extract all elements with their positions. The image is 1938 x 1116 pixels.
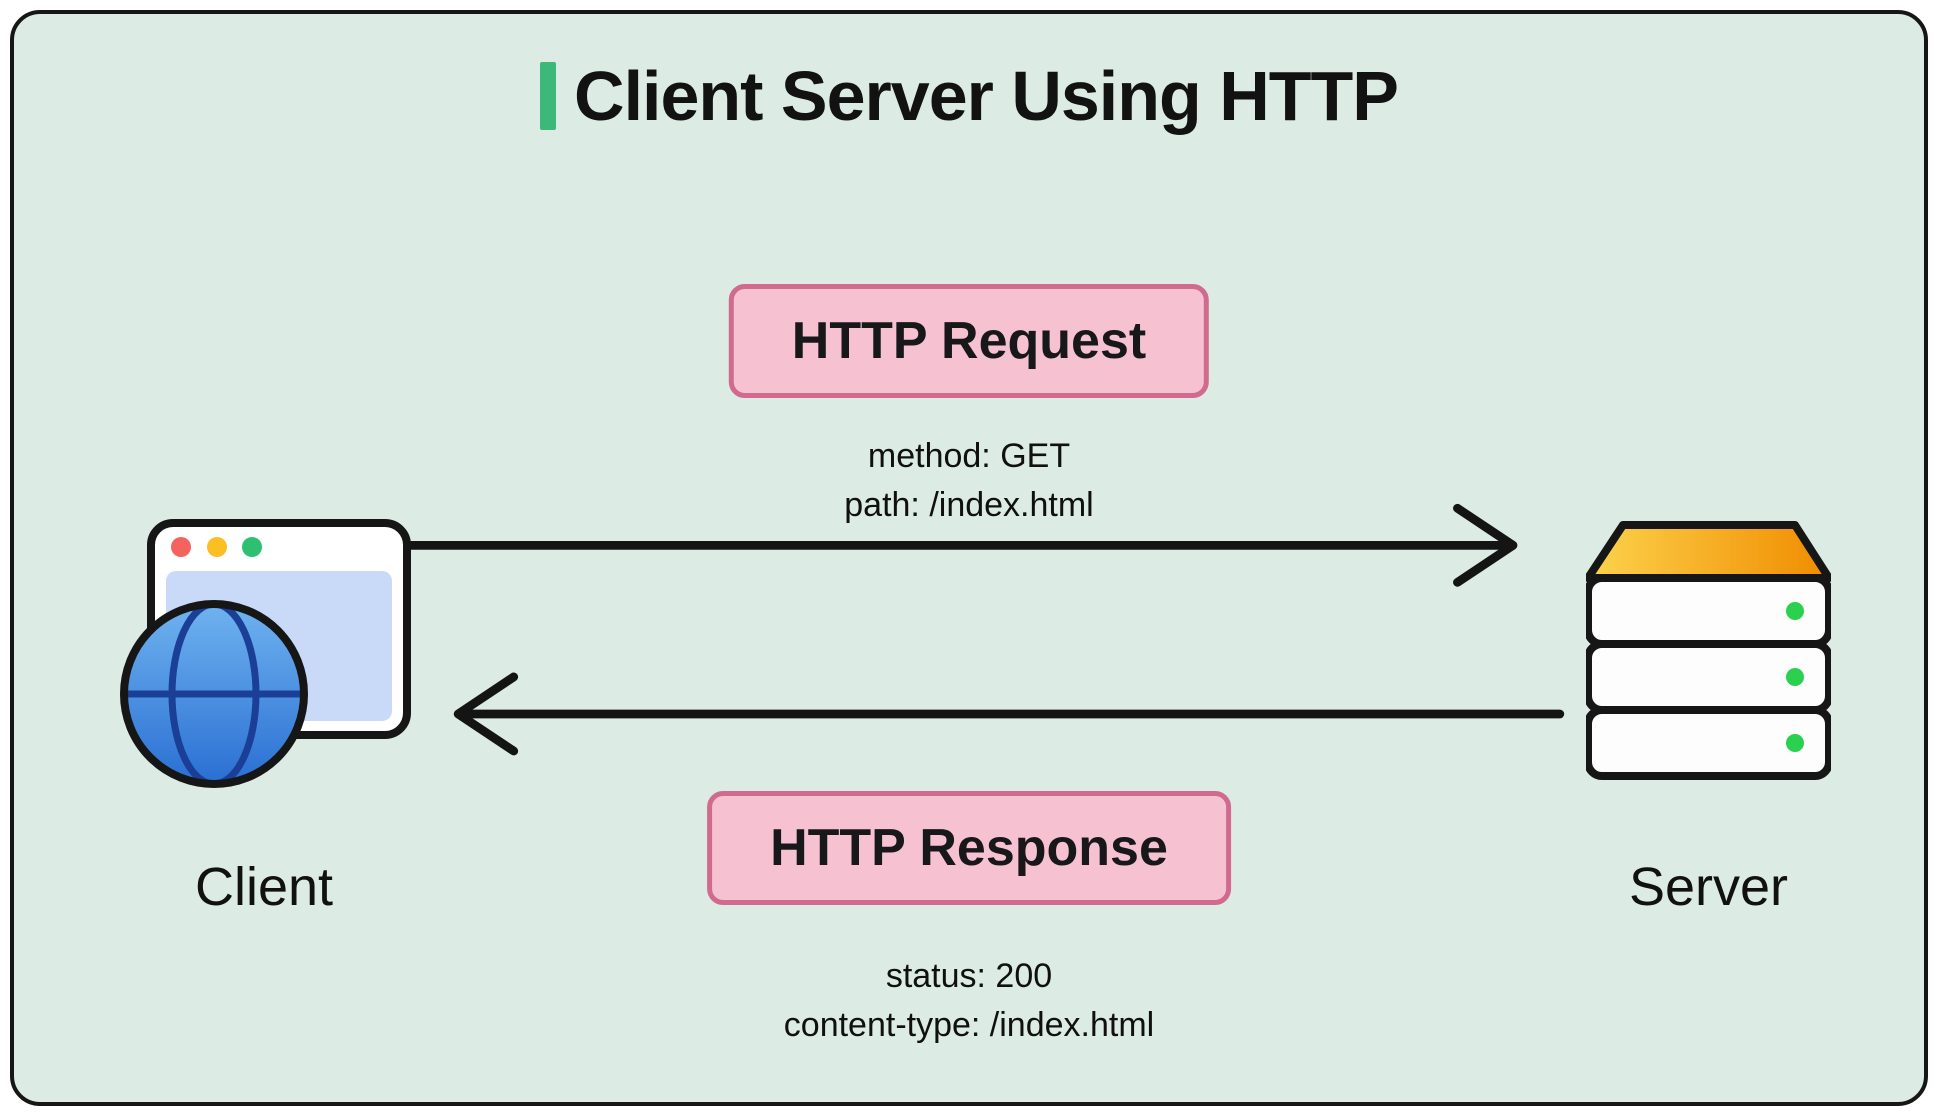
response-arrow-icon: [453, 672, 1565, 756]
http-request-meta: method: GET path: /index.html: [844, 432, 1093, 531]
diagram-card: Client Server Using HTTP HTTP Request me…: [10, 10, 1928, 1106]
server-stack-icon: [1586, 521, 1831, 780]
server-led-icon: [1786, 668, 1804, 686]
server-top-icon: [1586, 521, 1831, 582]
server-slab: [1586, 706, 1831, 780]
http-response-label: HTTP Response: [770, 819, 1168, 877]
request-path-line: path: /index.html: [844, 486, 1094, 525]
request-method-line: method: GET: [867, 437, 1071, 475]
server-led-icon: [1786, 734, 1804, 752]
http-response-meta: status: 200 content-type: /index.html: [784, 952, 1154, 1051]
title-row: Client Server Using HTTP: [14, 56, 1924, 136]
http-response-box: HTTP Response: [707, 791, 1231, 905]
http-request-box: HTTP Request: [728, 284, 1210, 398]
window-dot-red: [171, 537, 191, 557]
response-status-line: status: 200: [885, 957, 1053, 995]
browser-globe-icon: [120, 519, 411, 788]
window-dot-green: [242, 537, 262, 557]
page-title: Client Server Using HTTP: [574, 57, 1399, 135]
server-label: Server: [1628, 857, 1789, 917]
response-content-type-line: content-type: /index.html: [783, 1006, 1155, 1045]
http-request-label: HTTP Request: [791, 312, 1147, 370]
window-dot-yellow: [207, 537, 227, 557]
server-led-icon: [1786, 602, 1804, 620]
title-accent-bar: [540, 62, 557, 130]
globe-icon: [120, 600, 308, 788]
client-label: Client: [194, 857, 334, 917]
